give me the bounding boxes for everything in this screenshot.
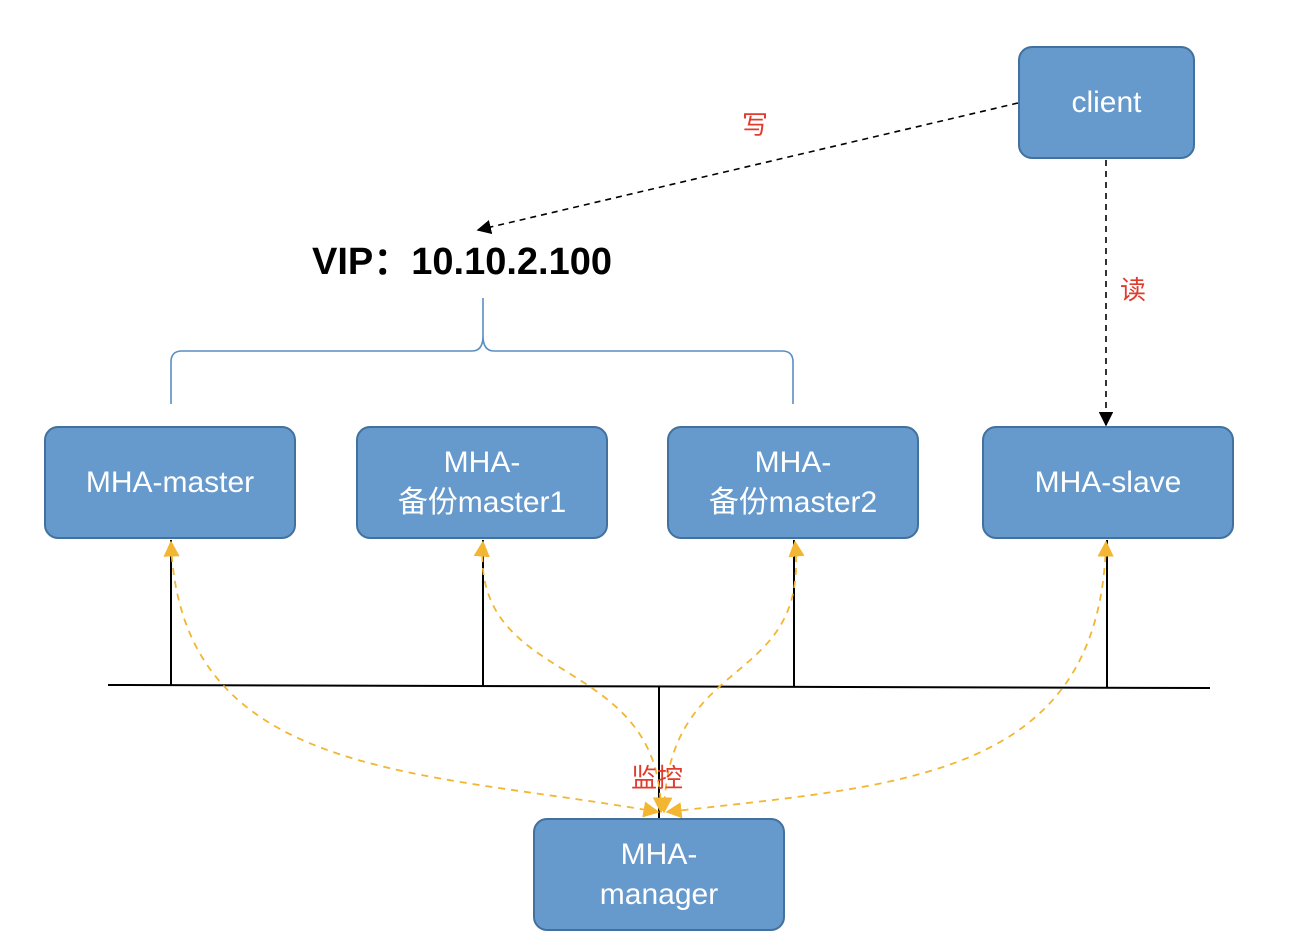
monitor-arrow-master — [163, 540, 660, 818]
monitor-arrow-backup2 — [656, 540, 805, 814]
vip-brace — [170, 298, 794, 404]
write-label: 写 — [742, 111, 769, 141]
node-mha-backup-master1[interactable]: MHA- 备份master1 — [356, 426, 608, 539]
monitor-arrow-backup1 — [473, 540, 669, 814]
monitor-arrow-slave — [665, 540, 1114, 819]
node-mha-backup-master2[interactable]: MHA- 备份master2 — [667, 426, 919, 539]
vip-label: VIP：10.10.2.100 — [312, 241, 612, 283]
node-client[interactable]: client — [1018, 46, 1195, 159]
write-arrow — [476, 102, 1019, 235]
node-mha-slave[interactable]: MHA-slave — [982, 426, 1234, 539]
monitor-label: 监控 — [631, 764, 684, 794]
node-mha-manager[interactable]: MHA- manager — [533, 818, 785, 931]
node-mha-master[interactable]: MHA-master — [44, 426, 296, 539]
read-label: 读 — [1120, 276, 1147, 306]
